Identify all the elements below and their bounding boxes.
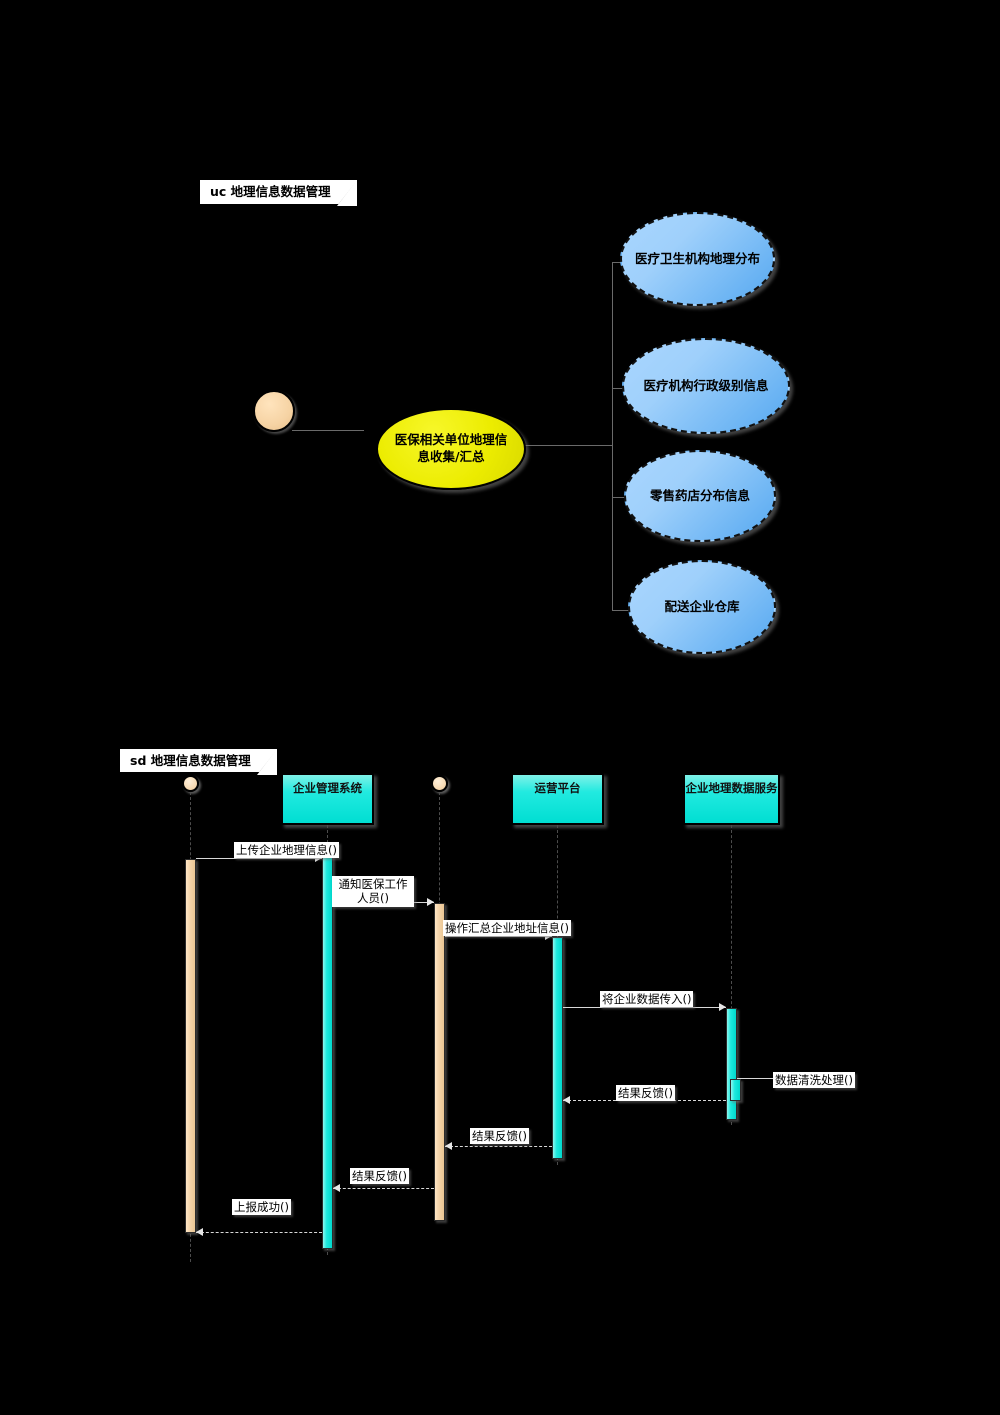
message-7-label: 结果反馈() — [350, 1168, 409, 1185]
usecase-item-3-label: 配送企业仓库 — [664, 598, 740, 614]
message-3-label: 将企业数据传入() — [600, 991, 694, 1008]
usecase-item-2-label: 零售药店分布信息 — [649, 487, 750, 503]
lifeline-3-activation — [552, 937, 563, 1159]
lifeline-3-box[interactable]: 运营平台 — [511, 773, 604, 825]
lifeline-2-actor-head — [431, 775, 448, 792]
lifeline-2-activation — [434, 903, 445, 1221]
message-5-arrow — [563, 1096, 570, 1104]
lifeline-0-actor-head — [182, 775, 199, 792]
usecase-item-1-label: 医疗机构行政级别信息 — [643, 377, 769, 393]
lifeline-4-label: 企业地理数据服务 — [685, 781, 778, 795]
lifeline-1-activation — [322, 855, 333, 1249]
message-5-label: 结果反馈() — [616, 1085, 675, 1102]
message-3-arrow — [719, 1003, 726, 1011]
message-8-line — [196, 1232, 322, 1233]
message-6-line — [445, 1146, 552, 1147]
message-6-label: 结果反馈() — [470, 1128, 529, 1145]
usecase-central[interactable]: 医保相关单位地理信息收集/汇总 — [376, 408, 526, 490]
lifeline-4-line — [731, 825, 732, 1125]
usecase-item-3[interactable]: 配送企业仓库 — [628, 560, 776, 654]
usecase-item-0[interactable]: 医疗卫生机构地理分布 — [620, 212, 775, 306]
usecase-item-2[interactable]: 零售药店分布信息 — [624, 450, 776, 542]
lifeline-4-self-activation — [730, 1079, 741, 1101]
message-7-line — [333, 1188, 434, 1189]
lifeline-1-label: 企业管理系统 — [293, 781, 362, 795]
message-8-arrow — [196, 1228, 203, 1236]
usecase-item-1[interactable]: 医疗机构行政级别信息 — [622, 338, 790, 434]
message-4-label: 数据清洗处理() — [773, 1072, 855, 1089]
usecase-item-0-label: 医疗卫生机构地理分布 — [634, 250, 760, 266]
connector-usecase-4 — [612, 610, 636, 611]
message-8-label: 上报成功() — [232, 1199, 291, 1216]
connector-actor-to-usecase — [292, 430, 364, 431]
lifeline-3-label: 运营平台 — [534, 781, 581, 795]
sequence-frame-tab: sd 地理信息数据管理 — [118, 747, 279, 775]
lifeline-4-activation — [726, 1008, 737, 1120]
message-0-label: 上传企业地理信息() — [234, 842, 339, 859]
sequence-frame-label: sd 地理信息数据管理 — [130, 753, 251, 768]
usecase-actor-head — [253, 390, 295, 432]
usecase-frame-tab: uc 地理信息数据管理 — [198, 178, 359, 206]
usecase-frame-label: uc 地理信息数据管理 — [210, 184, 331, 199]
connector-usecase-to-spine — [520, 445, 612, 446]
message-0-line — [196, 858, 322, 859]
lifeline-0-activation — [185, 859, 196, 1233]
message-2-line — [445, 936, 552, 937]
message-1-arrow — [427, 898, 434, 906]
lifeline-4-box[interactable]: 企业地理数据服务 — [683, 773, 780, 825]
message-7-arrow — [333, 1184, 340, 1192]
message-1-label: 通知医保工作人员() — [332, 876, 414, 907]
lifeline-1-box[interactable]: 企业管理系统 — [281, 773, 374, 825]
usecase-frame-topline — [198, 176, 358, 178]
sequence-frame-topline — [118, 745, 880, 747]
message-3-line — [563, 1007, 726, 1008]
message-2-label: 操作汇总企业地址信息() — [443, 920, 571, 937]
message-6-arrow — [445, 1142, 452, 1150]
connector-usecase-spine — [612, 262, 613, 610]
usecase-central-label: 医保相关单位地理信息收集/汇总 — [394, 432, 508, 464]
